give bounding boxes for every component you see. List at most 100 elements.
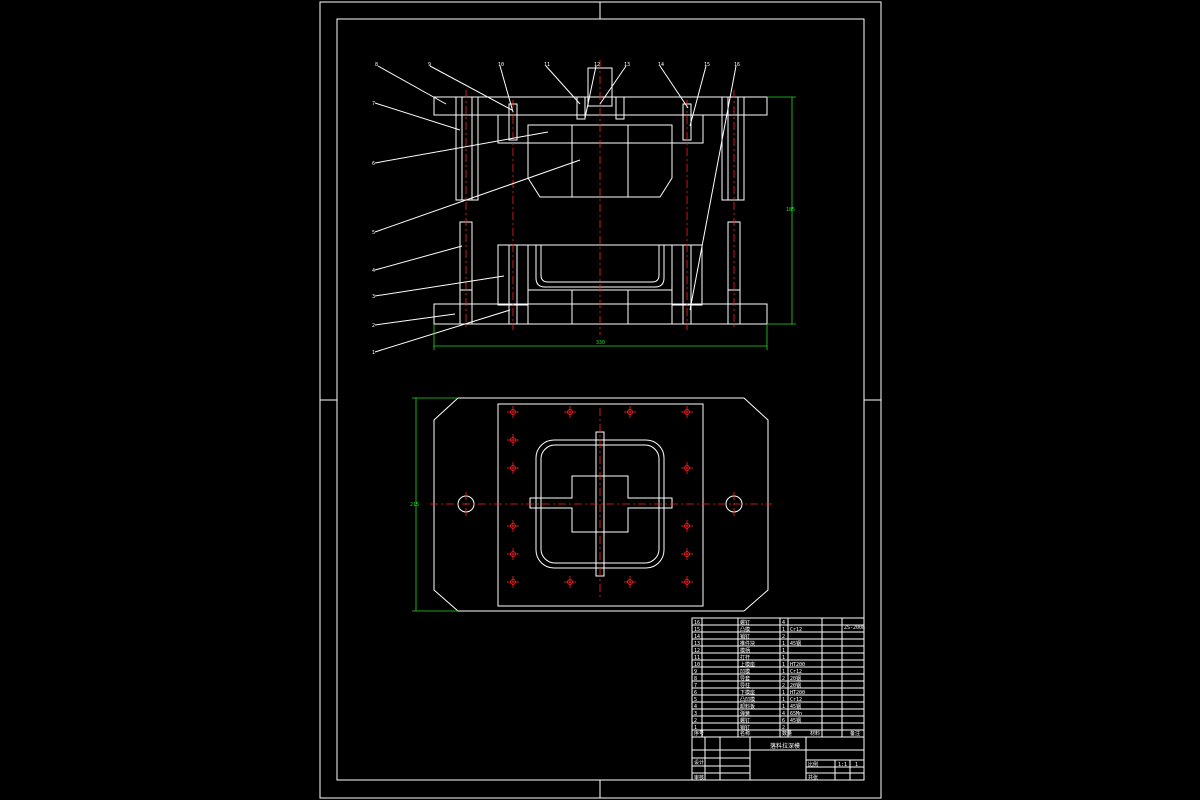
parts-cell-material: Cr12 — [790, 697, 802, 703]
parts-cell-no: 4 — [694, 704, 697, 710]
section-dimensions: 185 330 — [433, 96, 796, 350]
parts-cell-material: 45钢 — [790, 703, 801, 710]
parts-cell-qty: 1 — [782, 627, 785, 633]
parts-header-cell: 名称 — [740, 730, 750, 737]
parts-header-cell: 数量 — [782, 730, 792, 737]
parts-list-grid — [692, 618, 864, 780]
parts-cell-no: 13 — [694, 641, 700, 647]
parts-list-header: 序号 名称 数量 材料 备注 — [694, 730, 860, 737]
dim-height-plan: 215 — [410, 502, 419, 508]
label-13: 13 — [624, 62, 630, 68]
parts-cell-qty: 2 — [782, 725, 785, 731]
parts-cell-name: 凸凹模 — [740, 696, 755, 703]
scale-value: 1:1 — [838, 762, 847, 768]
sheet-frame — [319, 1, 882, 799]
leader-labels-left: 7 6 5 4 3 2 1 — [372, 101, 375, 356]
parts-cell-no: 8 — [694, 676, 697, 682]
parts-cell-no: 6 — [694, 690, 697, 696]
parts-cell-no: 11 — [694, 655, 700, 661]
parts-cell-name: 打杆 — [740, 654, 750, 661]
parts-cell-qty: 1 — [782, 704, 785, 710]
leader-lines — [374, 65, 737, 353]
label-2: 2 — [372, 323, 375, 329]
parts-cell-name: 弹簧 — [740, 710, 750, 717]
parts-cell-name: 模柄 — [740, 647, 750, 654]
parts-cell-name: 销钉 — [740, 724, 750, 731]
parts-cell-no: 15 — [694, 627, 700, 633]
parts-cell-qty: 1 — [782, 648, 785, 654]
label-3: 3 — [372, 294, 375, 300]
label-7: 7 — [372, 101, 375, 107]
label-6: 6 — [372, 161, 375, 167]
drawing-number: ZS-2008 — [844, 625, 865, 631]
parts-cell-no: 10 — [694, 662, 700, 668]
parts-cell-name: 卸料板 — [740, 703, 755, 710]
parts-header-cell: 材料 — [810, 730, 820, 737]
parts-cell-no: 1 — [694, 725, 697, 731]
parts-cell-no: 2 — [694, 718, 697, 724]
parts-cell-material: HT200 — [790, 690, 805, 696]
parts-cell-material: Cr12 — [790, 627, 802, 633]
section-view — [433, 60, 768, 335]
leader-labels-top: 8 9 10 11 12 13 14 15 16 — [375, 62, 740, 68]
parts-header-cell: 备注 — [850, 730, 860, 737]
parts-cell-name: 下模座 — [740, 689, 755, 696]
parts-cell-material: Cr12 — [790, 669, 802, 675]
parts-cell-qty: 1 — [782, 690, 785, 696]
parts-cell-no: 12 — [694, 648, 700, 654]
parts-cell-name: 导套 — [740, 675, 750, 682]
label-8: 8 — [375, 62, 378, 68]
parts-cell-qty: 1 — [782, 662, 785, 668]
label-10: 10 — [498, 62, 504, 68]
parts-cell-material: 45钢 — [790, 640, 801, 647]
label-1: 1 — [372, 350, 375, 356]
parts-cell-qty: 2 — [782, 676, 785, 682]
parts-cell-name: 凹模 — [740, 668, 750, 675]
label-16: 16 — [734, 62, 740, 68]
dim-height-section: 185 — [786, 207, 795, 213]
label-sheets: 共张 — [808, 774, 818, 781]
parts-cell-material: 45钢 — [790, 717, 801, 724]
parts-cell-qty: 1 — [782, 697, 785, 703]
label-review: 审核 — [694, 774, 704, 781]
parts-cell-material: 20钢 — [790, 682, 801, 689]
parts-cell-qty: 1 — [782, 655, 785, 661]
label-12: 12 — [594, 62, 600, 68]
parts-cell-name: 上模座 — [740, 661, 755, 668]
parts-cell-qty: 1 — [782, 641, 785, 647]
parts-cell-material: 20钢 — [790, 675, 801, 682]
sheet-value: 1 — [855, 762, 858, 768]
dim-width-section: 330 — [596, 340, 605, 346]
parts-cell-name: 推件块 — [740, 640, 755, 647]
label-15: 15 — [704, 62, 710, 68]
parts-cell-qty: 4 — [782, 620, 785, 626]
parts-cell-no: 16 — [694, 620, 700, 626]
parts-cell-name: 导柱 — [740, 682, 750, 689]
parts-cell-material: 65Mn — [790, 711, 802, 717]
parts-cell-qty: 4 — [782, 711, 785, 717]
bolt-holes — [507, 406, 693, 588]
label-9: 9 — [428, 62, 431, 68]
label-5: 5 — [372, 230, 375, 236]
parts-cell-qty: 1 — [782, 669, 785, 675]
title-small-labels: 设计 审核 比例 共张 — [694, 759, 818, 781]
parts-cell-name: 螺钉 — [740, 717, 750, 724]
label-design: 设计 — [694, 759, 704, 766]
plan-view: 215 — [410, 397, 772, 612]
parts-cell-qty: 2 — [782, 634, 785, 640]
label-scale: 比例 — [808, 761, 818, 768]
parts-cell-name: 凸模 — [740, 626, 750, 633]
parts-cell-qty: 6 — [782, 718, 785, 724]
parts-cell-name: 销钉 — [740, 633, 750, 640]
parts-cell-no: 3 — [694, 711, 697, 717]
parts-header-cell: 序号 — [694, 730, 704, 737]
label-4: 4 — [372, 268, 375, 274]
parts-cell-qty: 2 — [782, 683, 785, 689]
parts-cell-name: 螺钉 — [740, 619, 750, 626]
parts-cell-no: 9 — [694, 669, 697, 675]
drawing-title: 落料拉深模 — [770, 742, 800, 750]
label-11: 11 — [544, 62, 550, 68]
